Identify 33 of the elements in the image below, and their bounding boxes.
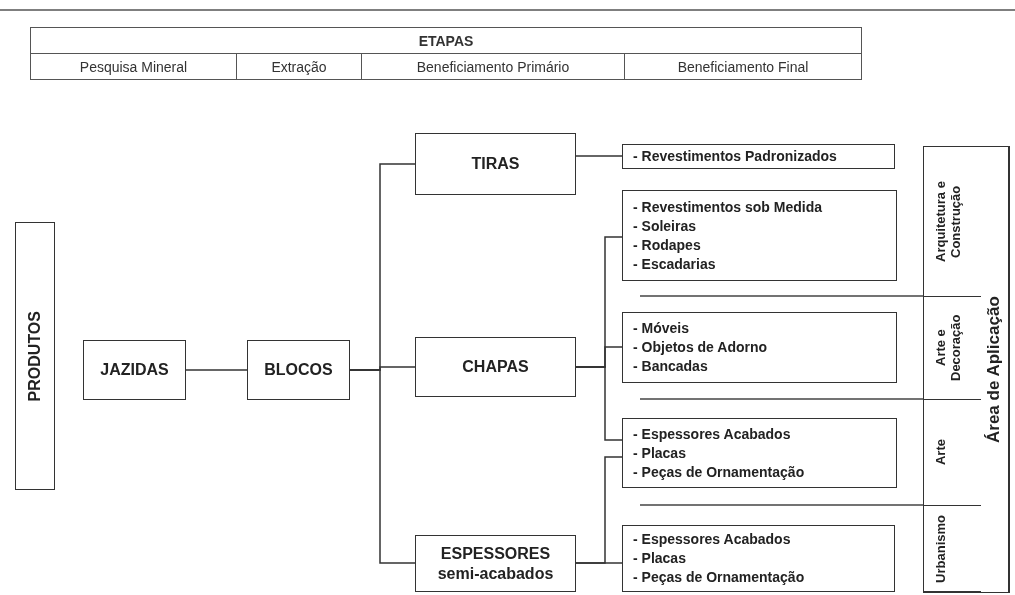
list-item: - Peças de Ornamentação <box>633 462 805 482</box>
process-box: ESPESSORES semi-acabados <box>415 535 576 592</box>
table-cell: Beneficiamento Final <box>624 53 862 80</box>
process-box: CHAPAS <box>415 337 576 397</box>
list-box <box>622 190 897 281</box>
list-item: - Placas <box>633 549 686 568</box>
list-box <box>622 418 897 488</box>
list-item: - Peças de Ornamentação <box>633 568 805 587</box>
process-box: JAZIDAS <box>83 340 186 400</box>
connector-line <box>575 562 623 564</box>
process-box: BLOCOS <box>247 340 350 400</box>
connector-line <box>185 369 248 371</box>
list-item: - Móveis <box>633 319 689 338</box>
list-item: - Rodapes <box>633 235 701 255</box>
connector-line <box>349 369 416 564</box>
table-header: ETAPAS <box>30 27 862 54</box>
list-item: - Espessores Acabados <box>633 424 791 444</box>
list-item: - Soleiras <box>633 216 697 236</box>
application-area-panel <box>923 146 1010 593</box>
process-box: TIRAS <box>415 133 576 195</box>
list-item: - Revestimentos sob Medida <box>633 197 823 217</box>
list-item: - Placas <box>633 443 686 463</box>
list-item: - Objetos de Adorno <box>633 338 768 357</box>
connector-line <box>575 366 623 441</box>
list-box: - Revestimentos Padronizados <box>622 144 895 169</box>
list-box <box>622 312 897 383</box>
connector-line <box>575 155 623 157</box>
list-item: - Bancadas <box>633 357 708 376</box>
process-box: PRODUTOS <box>15 222 55 490</box>
list-item: - Escadarias <box>633 254 716 274</box>
table-cell: Pesquisa Mineral <box>30 53 237 80</box>
list-item: - Espessores Acabados <box>633 530 791 549</box>
list-box <box>622 525 895 592</box>
